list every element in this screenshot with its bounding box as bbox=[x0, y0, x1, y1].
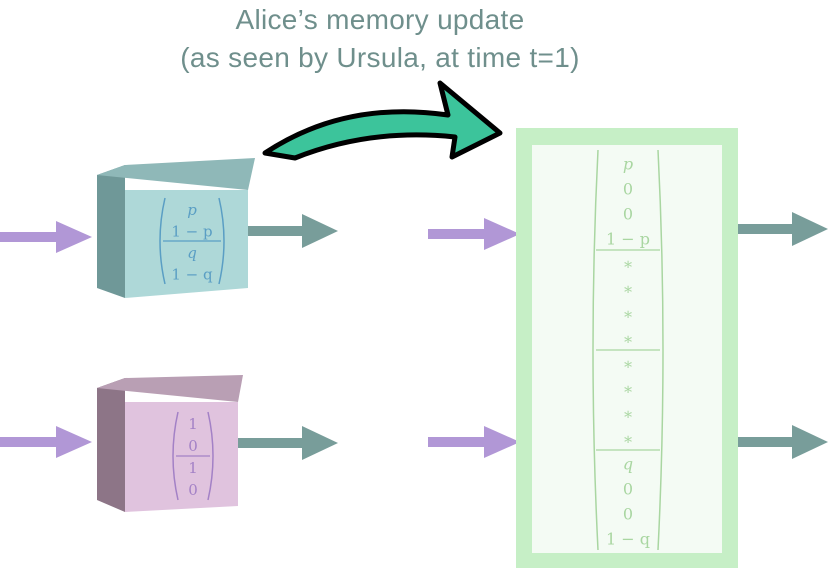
alice-output-arrow bbox=[248, 214, 338, 248]
alice-box-front bbox=[125, 190, 248, 298]
ursula-output-arrow bbox=[238, 426, 338, 460]
vector-entry: ∗ bbox=[623, 355, 634, 374]
ursula-input-arrow bbox=[0, 426, 92, 458]
alice-input-arrow bbox=[0, 221, 92, 253]
ursula-vector: 1 0 1 0 bbox=[172, 411, 214, 501]
vector-entry: ∗ bbox=[623, 280, 634, 299]
vector-entry: ∗ bbox=[623, 255, 634, 274]
vector-entry: ∗ bbox=[623, 405, 634, 424]
ursula-box-top bbox=[97, 375, 243, 402]
vector-entry: q bbox=[623, 455, 633, 474]
vector-entry: 0 bbox=[188, 481, 198, 499]
alice-vector: p 1 − p q 1 − q bbox=[159, 197, 225, 285]
joint-state-box bbox=[516, 128, 738, 568]
vector-entry: q bbox=[187, 244, 197, 262]
right-paren bbox=[207, 411, 214, 501]
vector-entry: ∗ bbox=[623, 330, 634, 349]
joint-output-arrow-top bbox=[738, 212, 828, 246]
joint-input-arrow-bottom bbox=[428, 426, 520, 458]
vector-entry: 0 bbox=[623, 180, 633, 199]
vector-entry: 1 bbox=[188, 459, 198, 477]
vector-entry: ∗ bbox=[623, 305, 634, 324]
vector-entry: p bbox=[187, 201, 197, 219]
vector-entry: 1 bbox=[188, 415, 198, 433]
vector-entry: 0 bbox=[623, 205, 633, 224]
vector-entry: ∗ bbox=[623, 430, 634, 449]
title-line-1: Alice’s memory update bbox=[235, 4, 525, 35]
vector-entry: ∗ bbox=[623, 380, 634, 399]
alice-box-top bbox=[97, 158, 255, 190]
joint-input-arrow-top bbox=[428, 218, 520, 250]
left-paren bbox=[592, 149, 599, 551]
alice-box-side bbox=[97, 165, 125, 298]
joint-vector: p 0 0 1 − p ∗ ∗ ∗ ∗ ∗ ∗ ∗ ∗ q 0 0 1 − q bbox=[592, 149, 664, 551]
vector-entry: 0 bbox=[623, 480, 633, 499]
vector-entry: 0 bbox=[188, 437, 198, 455]
alice-memory-box bbox=[97, 158, 255, 298]
left-paren bbox=[159, 197, 166, 285]
vector-entry: 1 − q bbox=[171, 265, 213, 283]
vector-entry: 1 − p bbox=[606, 230, 650, 249]
right-paren bbox=[218, 197, 225, 285]
ursula-box-side bbox=[97, 378, 125, 512]
title-line-2: (as seen by Ursula, at time t=1) bbox=[180, 42, 580, 73]
update-arrow bbox=[262, 80, 503, 161]
left-paren bbox=[172, 411, 179, 501]
ursula-box-front bbox=[125, 402, 238, 512]
vector-entry: p bbox=[623, 155, 633, 174]
right-paren bbox=[657, 149, 664, 551]
vector-entry: 1 − p bbox=[171, 222, 212, 240]
vector-entry: 0 bbox=[623, 505, 633, 524]
vector-entry: 1 − q bbox=[606, 530, 650, 549]
ursula-memory-box bbox=[97, 375, 243, 512]
joint-output-arrow-bottom bbox=[738, 425, 828, 459]
